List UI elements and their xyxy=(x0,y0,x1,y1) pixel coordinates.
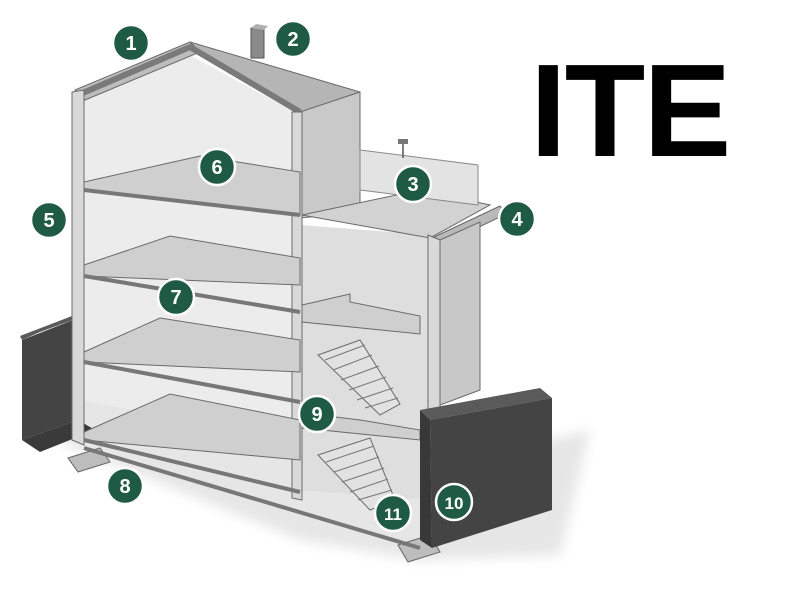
marker-label: 2 xyxy=(287,29,298,51)
marker-label: 4 xyxy=(511,209,523,231)
marker-label: 3 xyxy=(407,174,418,196)
marker-label: 11 xyxy=(384,505,402,524)
marker-11: 11 xyxy=(375,495,411,531)
marker-label: 6 xyxy=(211,157,222,179)
marker-label: 9 xyxy=(311,404,322,426)
marker-label: 10 xyxy=(445,494,464,513)
diagram-title: ITE xyxy=(530,52,760,170)
marker-5: 5 xyxy=(31,202,67,238)
marker-10: 10 xyxy=(436,484,472,520)
marker-3: 3 xyxy=(395,166,431,202)
marker-label: 1 xyxy=(125,33,136,55)
chimney xyxy=(251,24,268,58)
marker-label: 7 xyxy=(170,287,181,309)
marker-8: 8 xyxy=(107,468,143,504)
marker-4: 4 xyxy=(499,201,535,237)
marker-6: 6 xyxy=(199,149,235,185)
marker-7: 7 xyxy=(158,279,194,315)
marker-label: 8 xyxy=(119,476,130,498)
marker-1: 1 xyxy=(113,25,149,61)
marker-2: 2 xyxy=(275,21,311,57)
marker-9: 9 xyxy=(299,396,335,432)
marker-label: 5 xyxy=(43,210,54,232)
